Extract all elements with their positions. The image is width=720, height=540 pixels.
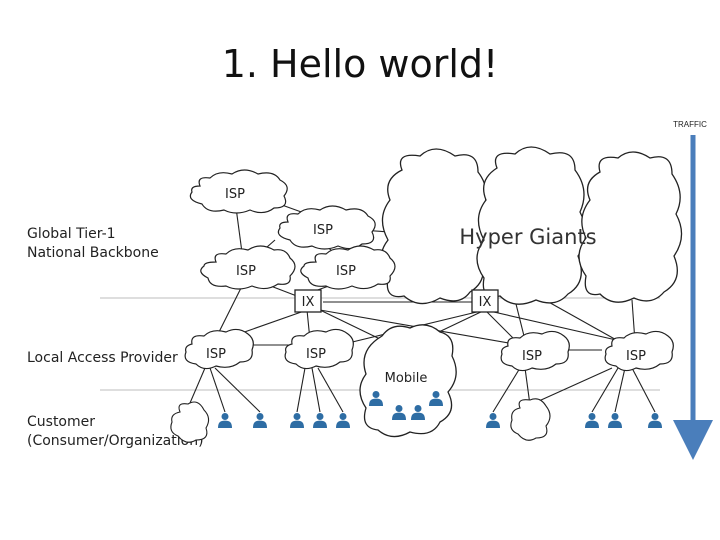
user-icon	[336, 413, 350, 428]
tier-label-customer-line1: Customer	[27, 414, 96, 430]
mobile-label: Mobile	[385, 371, 428, 386]
hyper-giant-clouds	[380, 146, 683, 305]
hyper-giants-label: Hyper Giants	[459, 225, 596, 249]
ix-box-left	[294, 289, 322, 313]
tier-label-global: Global Tier-1 National Backbone	[27, 225, 159, 263]
tier-label-global-line2: National Backbone	[27, 245, 159, 261]
tier-label-customer: Customer (Consumer/Organization)	[27, 413, 204, 451]
isp-label-la4: ISP	[626, 349, 646, 364]
isp-label-t1d: ISP	[336, 264, 356, 279]
user-icon	[648, 413, 662, 428]
customer-cloud-left	[170, 401, 210, 443]
isp-label-t1b: ISP	[313, 223, 333, 238]
isp-cloud-t1a	[189, 169, 288, 214]
customer-cloud-right	[510, 398, 551, 441]
isp-cloud-la3	[500, 330, 570, 372]
mobile-cloud	[359, 324, 457, 438]
user-icon	[290, 413, 304, 428]
isp-cloud-la4	[604, 330, 674, 372]
tier-label-customer-line2: (Consumer/Organization)	[27, 433, 204, 449]
isp-label-t1c: ISP	[236, 264, 256, 279]
isp-clouds	[184, 169, 674, 372]
hyper-giant-cloud-3	[578, 151, 683, 303]
user-icon	[486, 413, 500, 428]
user-icon	[313, 413, 327, 428]
slide-title: 1. Hello world!	[221, 42, 499, 86]
ix-label-right: IX	[479, 295, 492, 310]
ix-box-right	[471, 289, 499, 313]
isp-label-la3: ISP	[522, 349, 542, 364]
user-icon	[253, 413, 267, 428]
isp-label-la1: ISP	[206, 347, 226, 362]
isp-cloud-t1b	[277, 205, 376, 250]
isp-label-la2: ISP	[306, 347, 326, 362]
isp-cloud-la2	[284, 328, 354, 370]
user-icon	[585, 413, 599, 428]
tier-label-local: Local Access Provider	[27, 350, 178, 366]
isp-cloud-t1d	[300, 245, 396, 290]
hyper-giant-cloud-2	[476, 146, 587, 305]
isp-cloud-la1	[184, 328, 254, 370]
ix-label-left: IX	[302, 295, 315, 310]
tier-label-global-line1: Global Tier-1	[27, 226, 116, 242]
hyper-giant-cloud-1	[380, 148, 489, 305]
isp-cloud-t1c	[200, 245, 296, 290]
user-icon	[608, 413, 622, 428]
traffic-label: TRAFFIC	[673, 120, 707, 129]
user-icon	[218, 413, 232, 428]
ix-boxes	[294, 289, 499, 313]
isp-label-t1a: ISP	[225, 187, 245, 202]
